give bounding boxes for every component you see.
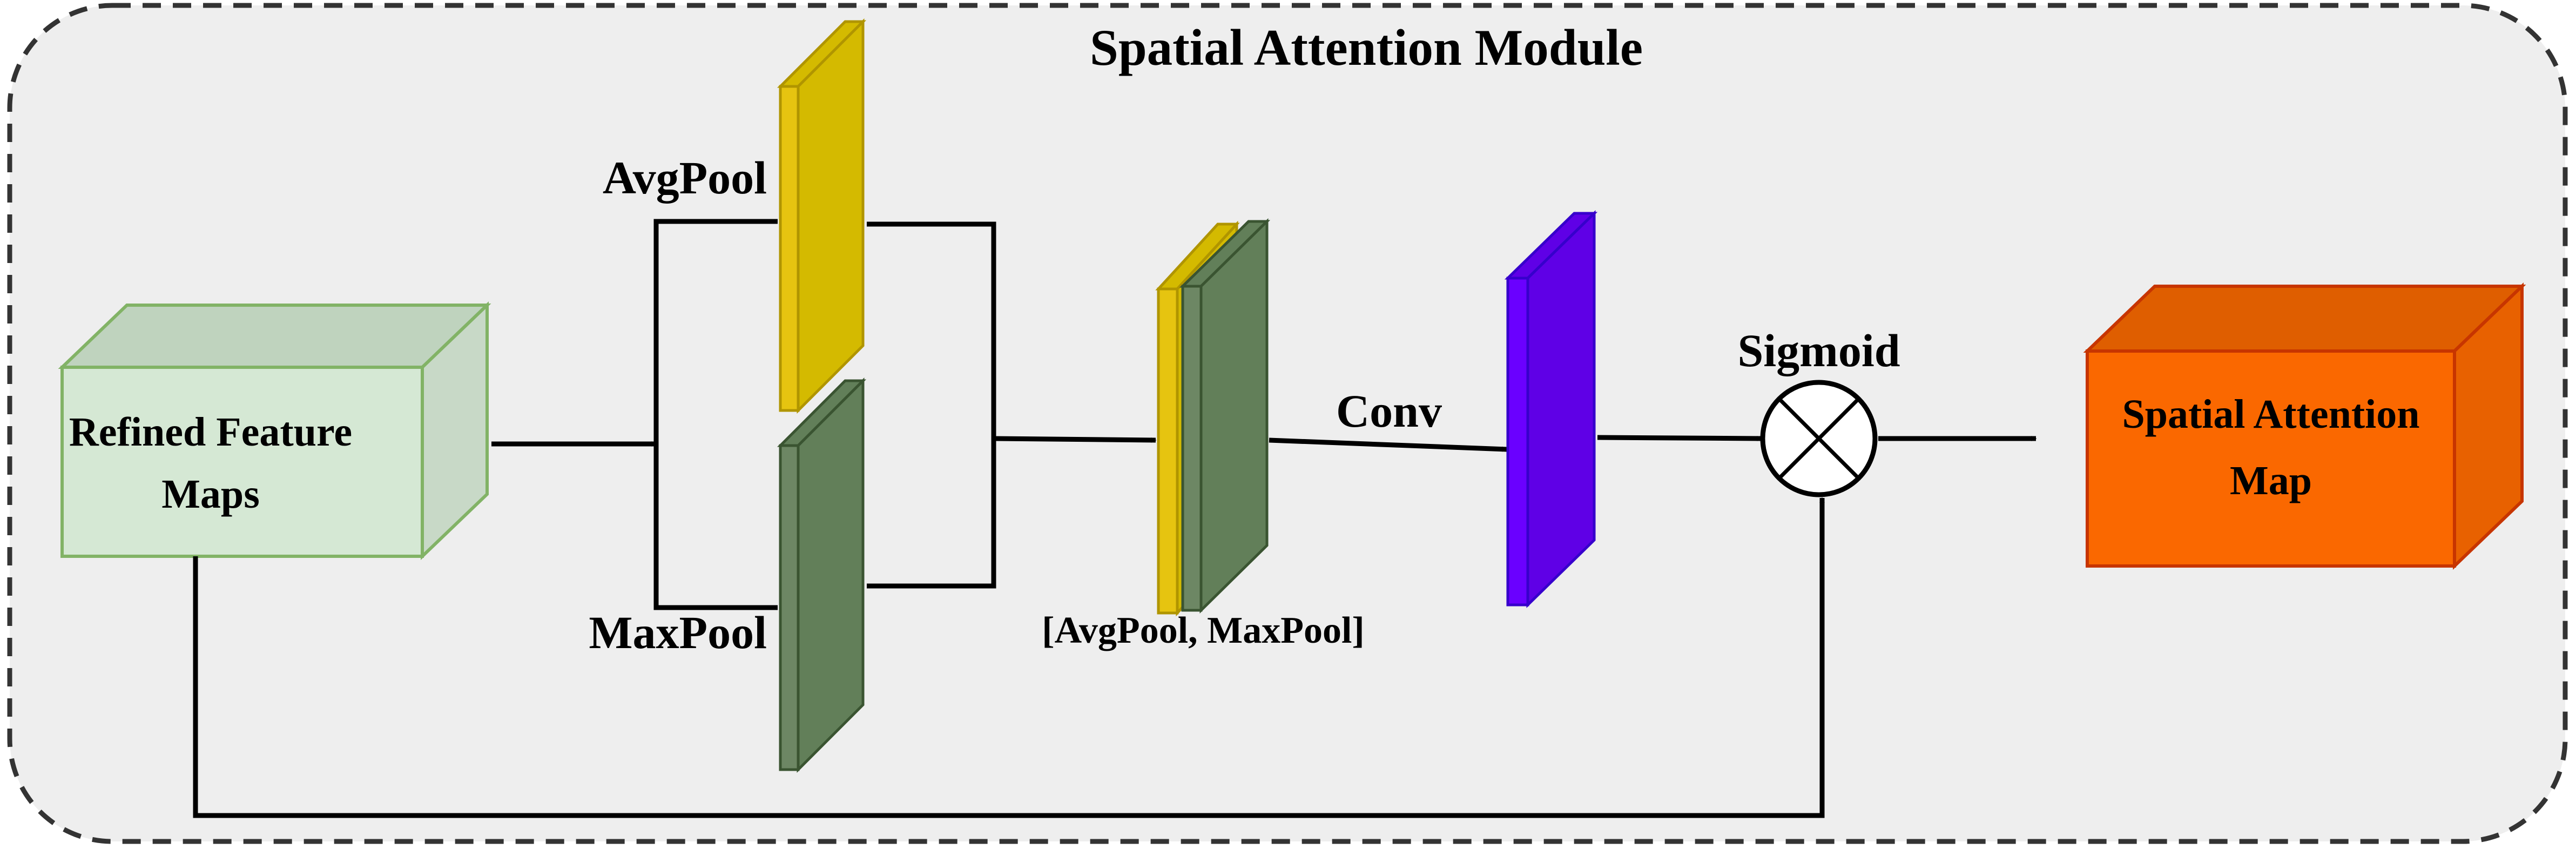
merge-bracket bbox=[867, 221, 996, 589]
concat-stack bbox=[1155, 218, 1271, 617]
concat-avg-front bbox=[1157, 287, 1179, 615]
arrow-conv-to-sigmoid bbox=[1597, 435, 1763, 441]
output-label-line2: Map bbox=[2230, 458, 2312, 503]
conv-slab-side bbox=[1526, 210, 1596, 608]
skip-connection-line bbox=[193, 497, 1825, 818]
input-label-line2: Maps bbox=[161, 471, 260, 517]
conv-slab-front bbox=[1506, 277, 1529, 607]
input-block-top bbox=[58, 304, 491, 369]
arrow-concat-to-conv bbox=[1269, 437, 1508, 452]
avgpool-slab-side bbox=[797, 18, 865, 414]
maxpool-slab-front bbox=[779, 444, 800, 771]
sigmoid-label: Sigmoid bbox=[1737, 325, 1900, 376]
avgpool-label: AvgPool bbox=[603, 152, 767, 204]
module-panel bbox=[7, 3, 2568, 844]
module-title: Spatial Attention Module bbox=[1090, 19, 1643, 76]
input-feature-block: Refined Feature Maps bbox=[58, 301, 491, 561]
avgpool-slab-front bbox=[779, 85, 800, 412]
multiply-circle-icon bbox=[1760, 380, 1878, 497]
maxpool-slab bbox=[777, 377, 867, 773]
maxpool-label: MaxPool bbox=[589, 607, 767, 658]
avgpool-slab bbox=[777, 18, 867, 414]
maxpool-slab-side bbox=[797, 377, 865, 773]
split-bracket bbox=[653, 219, 778, 610]
conv-label: Conv bbox=[1336, 385, 1442, 437]
output-block-top bbox=[2083, 285, 2526, 353]
concat-max-side bbox=[1199, 218, 1269, 614]
output-block-front bbox=[2086, 349, 2456, 568]
input-block-front bbox=[60, 366, 424, 558]
output-attention-map-block: Spatial Attention Map bbox=[2083, 282, 2526, 570]
input-label-line1: Refined Feature bbox=[69, 409, 352, 455]
output-label-line1: Spatial Attention bbox=[2122, 392, 2419, 437]
arrow-merge-to-concat bbox=[993, 436, 1157, 443]
conv-slab bbox=[1504, 210, 1598, 608]
concat-max-front bbox=[1181, 285, 1203, 612]
concat-label: [AvgPool, MaxPool] bbox=[1042, 610, 1364, 651]
